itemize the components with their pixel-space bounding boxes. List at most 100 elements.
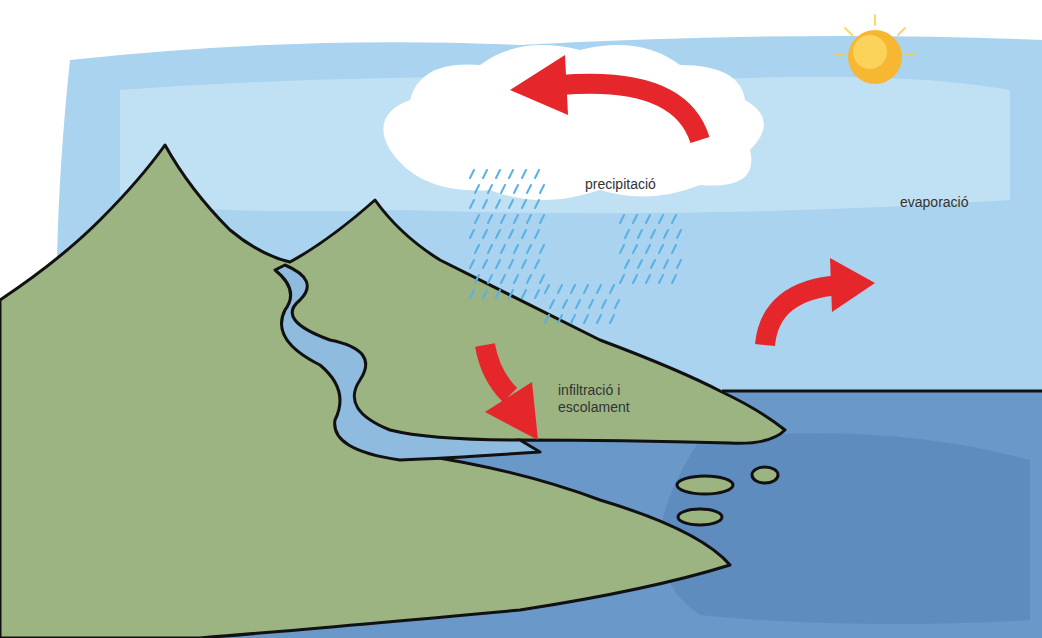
raindrop [545,285,549,293]
raindrop [672,215,676,223]
raindrop [597,285,601,293]
raindrop [522,290,526,298]
raindrop [584,285,588,293]
raindrop [646,275,650,283]
raindrop [527,215,531,223]
sun [835,15,915,84]
sea-shade [660,433,1030,624]
raindrop [522,170,526,178]
raindrop [540,185,544,193]
raindrop [488,215,492,223]
raindrop [535,170,539,178]
raindrop [470,290,474,298]
raindrop [535,200,539,208]
raindrop [496,200,500,208]
raindrop [563,300,567,308]
raindrop [659,245,663,253]
raindrop [483,200,487,208]
raindrop [470,200,474,208]
islands [677,467,778,525]
raindrop [514,275,518,283]
raindrop [483,260,487,268]
raindrop [509,170,513,178]
raindrop [610,315,614,323]
raindrop [501,245,505,253]
raindrop [659,275,663,283]
raindrop [496,170,500,178]
raindrop [677,260,681,268]
raindrop [625,230,629,238]
raindrop [470,230,474,238]
land [0,145,785,638]
raindrop [475,215,479,223]
raindrop [677,230,681,238]
raindrop [646,215,650,223]
raindrop [509,290,513,298]
raindrop [509,260,513,268]
raindrop [550,300,554,308]
raindrop [638,230,642,238]
raindrop [620,275,624,283]
raindrop [509,200,513,208]
raindrop [535,260,539,268]
raindrop [535,290,539,298]
raindrop [659,215,663,223]
raindrop [522,200,526,208]
raindrop [475,275,479,283]
raindrop [620,215,624,223]
cloud [383,45,764,200]
raindrop [514,215,518,223]
raindrop [610,285,614,293]
raindrop [571,315,575,323]
raindrop [501,275,505,283]
raindrop [540,275,544,283]
raindrop [483,230,487,238]
raindrop [488,275,492,283]
evaporation-arrow [765,258,875,345]
raindrop [527,185,531,193]
raindrop [514,185,518,193]
raindrop [651,230,655,238]
raindrop [576,300,580,308]
raindrop [483,290,487,298]
raindrop [558,285,562,293]
raindrop [672,245,676,253]
raindrop [571,285,575,293]
raindrop [633,215,637,223]
raindrop [470,260,474,268]
raindrop [514,245,518,253]
rain [470,170,681,323]
process-label: infiltració i escolament [558,382,624,416]
raindrop [651,260,655,268]
infiltration-arrow [485,345,538,440]
raindrop [540,245,544,253]
raindrop [527,245,531,253]
raindrop [535,230,539,238]
process-label: precipitació [585,176,656,193]
raindrop [664,230,668,238]
raindrop [475,185,479,193]
raindrop [496,230,500,238]
raindrop [470,170,474,178]
river [275,265,540,460]
raindrop [664,260,668,268]
raindrop [527,275,531,283]
raindrop [522,260,526,268]
raindrop [483,170,487,178]
raindrop [522,230,526,238]
raindrop [501,215,505,223]
raindrop [602,300,606,308]
raindrop [509,230,513,238]
raindrop [672,275,676,283]
raindrop [633,275,637,283]
raindrop [475,245,479,253]
raindrop [501,185,505,193]
raindrop [488,185,492,193]
raindrop [496,290,500,298]
raindrop [646,245,650,253]
horizon [722,390,1042,393]
raindrop [597,315,601,323]
raindrop [620,245,624,253]
